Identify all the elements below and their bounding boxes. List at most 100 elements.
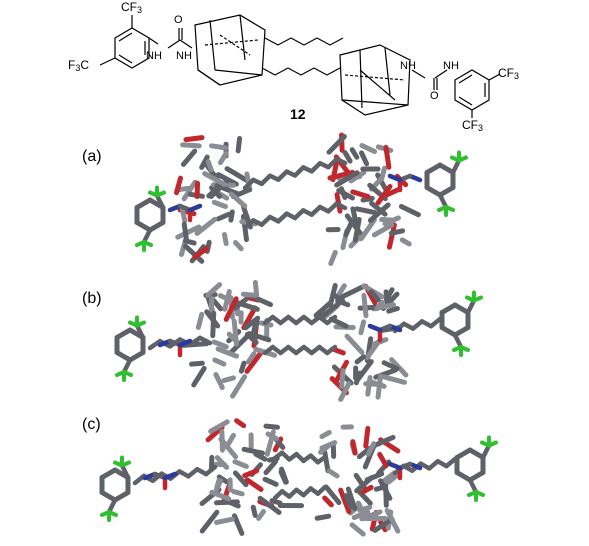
cage-bond	[359, 142, 378, 154]
compound-number: 12	[290, 106, 306, 122]
cage-bond	[256, 509, 266, 521]
chain-bond	[334, 156, 348, 166]
cage-bond	[230, 374, 248, 399]
chain-bond	[315, 484, 328, 496]
n-bond	[162, 471, 178, 481]
cage-bond	[244, 350, 264, 374]
cage-bond	[327, 169, 355, 181]
cage-bond	[215, 346, 240, 359]
cage-bond	[263, 423, 280, 430]
cf3-bond	[480, 443, 492, 460]
cage-bond	[279, 466, 289, 485]
cage-bond	[180, 142, 202, 149]
cage-bond	[202, 171, 228, 187]
cage-bond	[216, 474, 230, 485]
chain-bond	[203, 464, 218, 477]
cage-bond	[224, 432, 236, 450]
cage-bond	[233, 240, 244, 252]
cage-bond	[367, 202, 391, 223]
cage-bond	[381, 374, 407, 385]
cage-bond	[378, 478, 393, 501]
cage-bond	[214, 499, 240, 506]
cage-bond	[335, 283, 347, 299]
cf3-bond	[450, 158, 462, 175]
chain-bond	[428, 316, 443, 329]
cf3-bond	[106, 497, 118, 515]
nh-label-2b: NH	[443, 60, 459, 72]
cage-bond	[235, 135, 243, 154]
cage-bond	[189, 360, 205, 367]
cage-bond	[180, 148, 198, 167]
stick-models	[99, 132, 498, 537]
cage-bond	[374, 299, 385, 312]
cage-bond	[386, 473, 399, 485]
left-aryl-ring	[114, 27, 150, 69]
cage-bond	[214, 516, 235, 525]
cage-bond	[372, 516, 395, 533]
cf3-label-top-right: CF3	[498, 66, 520, 81]
panel-label-c: (c)	[82, 416, 101, 433]
cf3-bond	[141, 227, 153, 245]
cage-bond	[253, 451, 268, 462]
cage-bond	[339, 284, 365, 300]
cage-bond	[244, 331, 259, 345]
cage-bond	[360, 195, 375, 203]
o-label-2: O	[430, 90, 439, 102]
cage-bond	[215, 172, 239, 187]
cage-bond	[241, 446, 265, 456]
cage-bond	[350, 206, 359, 227]
cage-bond	[199, 154, 210, 170]
cage-bond	[375, 183, 393, 206]
cage-bond	[319, 429, 332, 440]
cage-bond	[205, 424, 225, 443]
chain-bond	[324, 344, 338, 356]
cage-bond	[363, 425, 371, 449]
cage-bond	[231, 513, 245, 536]
cage-bond	[199, 509, 220, 534]
chain-bond	[197, 335, 213, 346]
cage-bond	[221, 375, 236, 384]
cage-bond	[263, 459, 279, 476]
cf3-bond	[467, 477, 479, 495]
cage-bond	[209, 143, 229, 151]
cage-bond	[357, 504, 373, 513]
cf3-bond	[134, 323, 146, 340]
cage-bond	[326, 468, 340, 479]
cage-bond	[322, 495, 334, 508]
cage-bond	[383, 144, 392, 170]
cage-bond	[240, 291, 258, 298]
cage-bond	[264, 429, 276, 457]
cf3-bond	[452, 332, 464, 350]
cage-bond	[191, 365, 207, 388]
n-bond	[387, 173, 403, 183]
cage-bond	[250, 504, 258, 518]
cf3-label-top-left: CF3	[121, 0, 143, 15]
cage-bond	[328, 249, 338, 267]
cage-bond	[228, 191, 248, 209]
cage-bond	[373, 484, 387, 492]
cage-bond	[339, 368, 346, 390]
cage-bond	[349, 147, 360, 160]
cage-bond	[358, 319, 367, 336]
cage-bond	[234, 299, 260, 312]
cf3-bond	[121, 357, 133, 375]
cage-bond	[377, 451, 389, 469]
cage-bond	[338, 381, 352, 402]
cage-bond	[205, 282, 223, 298]
panel-label-b: (b)	[82, 290, 102, 307]
cf3-label-bottom-right: CF3	[462, 118, 484, 133]
cage-bond	[242, 468, 260, 479]
cage-bond	[228, 209, 235, 223]
cage-bond	[221, 232, 229, 247]
cf3-bond	[154, 193, 166, 210]
cage-bond	[343, 493, 354, 510]
right-aryl-ring	[454, 69, 490, 111]
chain-bond	[324, 314, 338, 326]
n-bond	[187, 203, 203, 213]
cage-bond	[318, 442, 333, 455]
cage-bond	[365, 375, 373, 397]
cage-bond	[345, 486, 358, 512]
cage-bond	[250, 319, 261, 336]
cage-bond	[210, 310, 217, 339]
cage-bond	[183, 135, 205, 143]
